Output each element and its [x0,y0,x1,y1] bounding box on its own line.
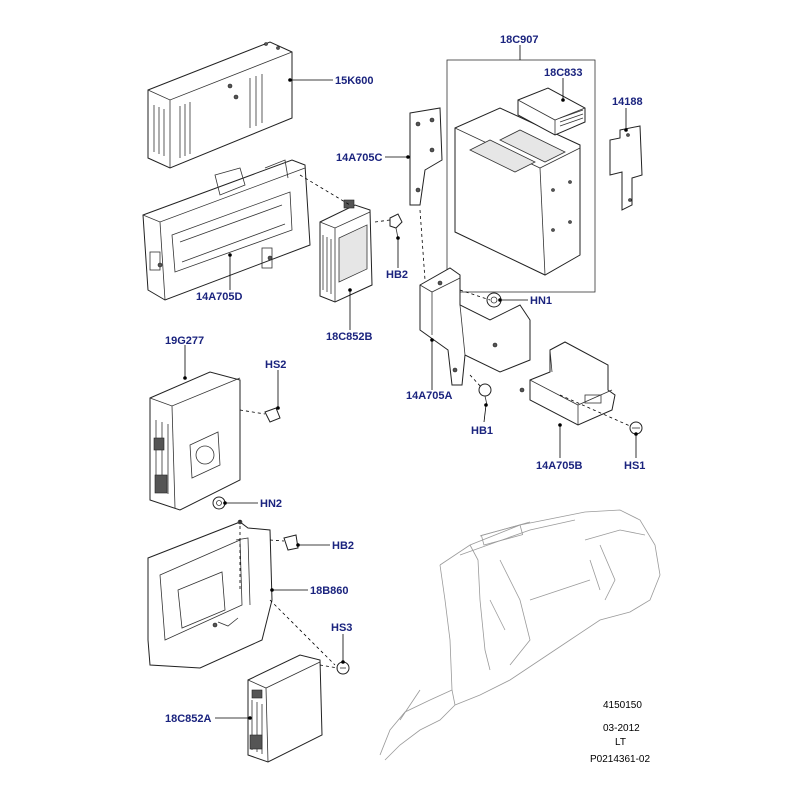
label-hs2: HS2 [265,359,286,371]
label-14a705c: 14A705C [336,152,383,164]
label-18c852b: 18C852B [326,331,373,343]
footer-reference: 4150150 03-2012 LT P0214361-02 [590,700,650,765]
bracket-18b860[interactable] [147,519,273,669]
label-hs1: HS1 [624,460,645,472]
bolt-hb1[interactable] [478,383,492,406]
label-18c833: 18C833 [544,67,583,79]
label-18c852a: 18C852A [165,713,212,725]
label-hb2-mid: HB2 [332,540,354,552]
footer-ref: P0214361-02 [590,754,650,765]
unit-18c907[interactable] [454,107,581,276]
screw-hs2[interactable] [264,407,281,423]
module-18c852a[interactable] [247,654,323,763]
label-hb2-top: HB2 [386,269,408,281]
vehicle-body-outline [379,509,661,761]
group-18c907 [446,59,596,293]
footer-date: 03-2012 [603,723,640,734]
footer-code: 4150150 [603,700,642,711]
label-hn1: HN1 [530,295,552,307]
label-hn2: HN2 [260,498,282,510]
label-15k600: 15K600 [335,75,374,87]
bracket-14a705d[interactable] [142,159,311,301]
footer-variant: LT [615,737,626,748]
label-18b860: 18B860 [310,585,349,597]
bracket-14a705a[interactable] [419,267,531,386]
leader-lines [184,45,637,719]
module-18c852b[interactable] [319,199,373,303]
label-hb1: HB1 [471,425,493,437]
module-15k600[interactable] [147,41,293,169]
part-labels: 15K600 14A705D 14A705C 18C852B HB2 18C90… [165,34,645,725]
label-14a705d: 14A705D [196,291,243,303]
module-19g277[interactable] [149,371,241,511]
bolt-hb2-mid[interactable] [283,534,299,551]
leader-dots [183,78,638,720]
assembly-lines [239,174,631,669]
plate-14a705c[interactable] [409,107,443,206]
bracket-14a705b[interactable] [519,341,616,426]
nut-hn2[interactable] [212,496,226,510]
bolt-hb2-top[interactable] [389,213,403,239]
label-18c907: 18C907 [500,34,539,46]
bracket-14188[interactable] [609,125,643,211]
label-14a705b: 14A705B [536,460,583,472]
label-hs3: HS3 [331,622,352,634]
cartridge-18c833[interactable] [517,87,586,136]
label-14188: 14188 [612,96,643,108]
label-19g277: 19G277 [165,335,204,347]
label-14a705a: 14A705A [406,390,453,402]
